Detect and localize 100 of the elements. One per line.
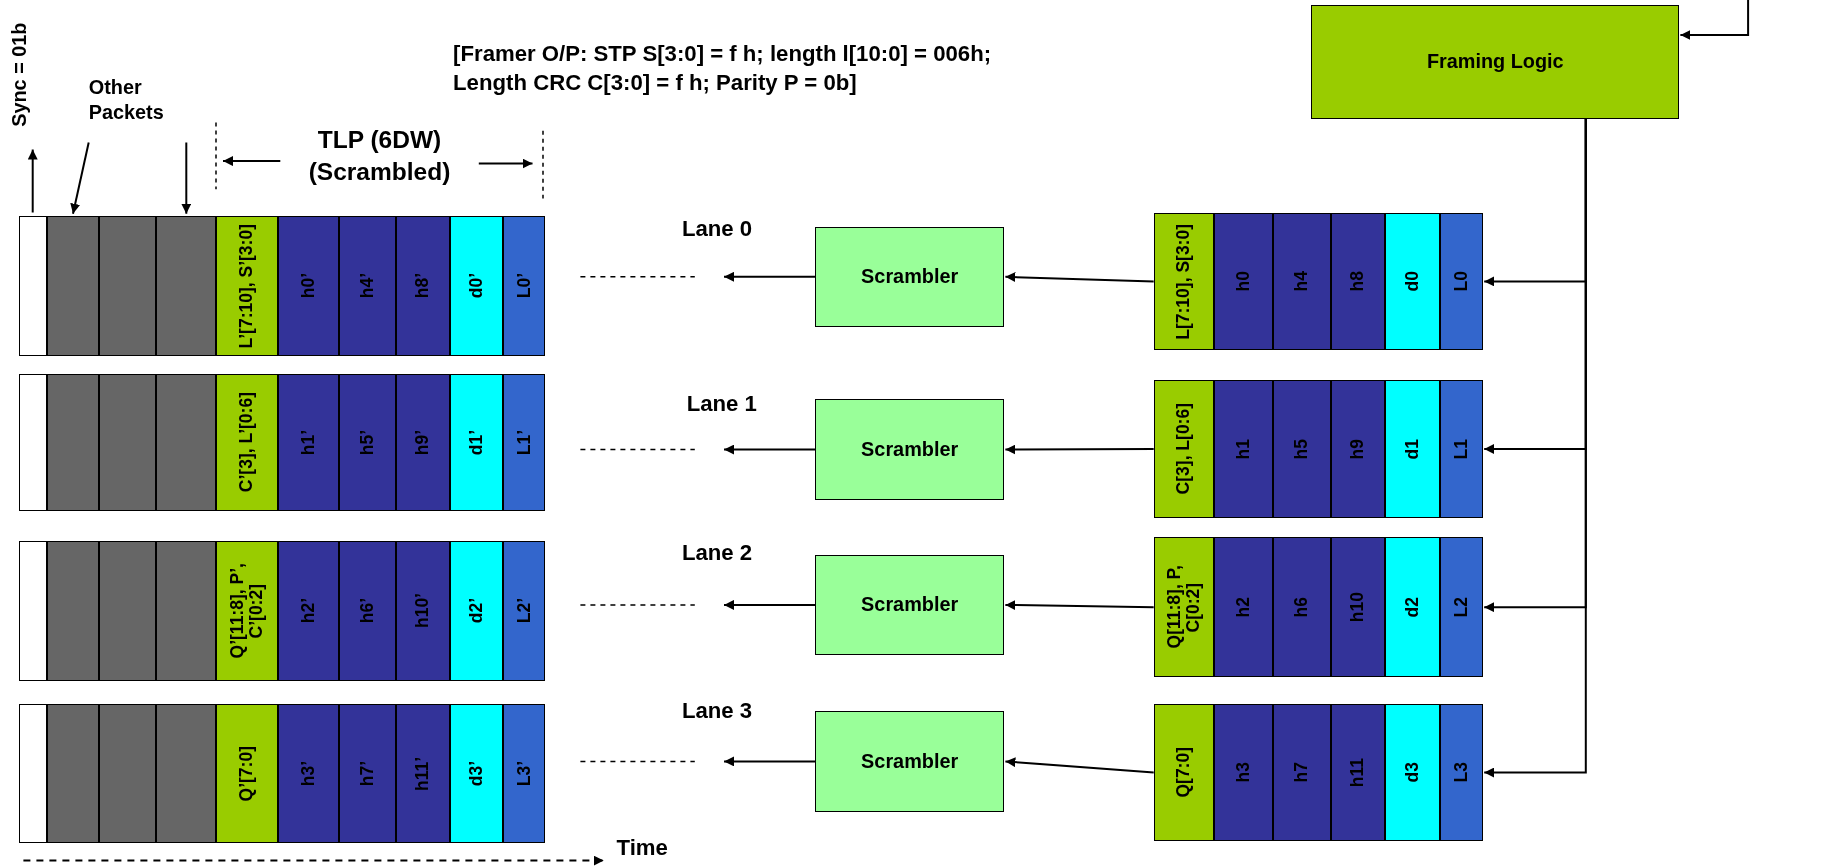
- field-cell: [1153, 212, 1215, 351]
- callout-label: Other Packets: [88, 74, 211, 141]
- box-label: Framing Logic: [1426, 50, 1564, 74]
- arrow: [1483, 118, 1587, 778]
- field-label: h3: [1234, 762, 1254, 783]
- field-label: d0: [1402, 271, 1422, 292]
- field-label: h11: [1348, 757, 1368, 788]
- field-label: h7: [1292, 762, 1312, 783]
- field-label: L1: [1451, 438, 1472, 460]
- packet-block: [156, 540, 216, 681]
- arrow: [723, 756, 817, 767]
- lane-label: Lane 1: [686, 390, 757, 418]
- packet-block: [46, 704, 100, 844]
- field-label: L[7:10], S[3:0]: [1174, 223, 1194, 340]
- box-label: Scrambler: [861, 265, 959, 289]
- axis-label: Time: [616, 833, 668, 862]
- process-box: [1311, 4, 1680, 120]
- packet-block: [156, 704, 216, 844]
- arrow: [70, 141, 90, 215]
- field-cell: [1153, 537, 1215, 678]
- field-cell: [1272, 379, 1332, 519]
- field-label: d1: [1402, 438, 1422, 460]
- field-cell: [1331, 704, 1385, 841]
- lane-label: Lane 0: [681, 214, 753, 243]
- box-label: Scrambler: [861, 749, 959, 773]
- field-label: d2’: [466, 598, 487, 624]
- field-label: h5: [1292, 438, 1312, 460]
- field-cell: [1331, 537, 1385, 678]
- field-cell: [395, 216, 450, 357]
- sync-block: [18, 216, 47, 357]
- process-box: [815, 226, 1005, 327]
- field-cell: [216, 704, 278, 844]
- field-label: d2: [1402, 597, 1422, 618]
- field-label: L1’: [514, 429, 534, 456]
- field-label: Q’[11:8], P’, C’[0:2]: [227, 562, 267, 661]
- field-cell: [1384, 379, 1440, 519]
- box-label: Scrambler: [861, 438, 959, 462]
- note-text: [Framer O/P: STP S[3:0] = f h; length l[10:0] = 006h; Length CRC C[3:0] = f h; Parity P = 0b]: [453, 39, 993, 97]
- lane-label: Lane 2: [681, 539, 753, 568]
- field-cell: [216, 216, 278, 357]
- arrow: [723, 271, 817, 282]
- field-label: h7’: [357, 760, 377, 787]
- field-cell: [216, 373, 278, 512]
- field-cell: [1439, 704, 1483, 841]
- dimension-label: TLP (6DW) (Scrambled): [307, 124, 452, 187]
- field-cell: [503, 540, 546, 681]
- field-cell: [395, 373, 450, 512]
- packet-block: [46, 216, 100, 357]
- field-cell: [1439, 537, 1483, 678]
- field-cell: [1214, 379, 1273, 519]
- field-label: h2’: [298, 598, 318, 624]
- sync-block: [18, 540, 47, 681]
- field-cell: [1384, 537, 1440, 678]
- field-label: d0’: [466, 273, 487, 299]
- field-cell: [1272, 704, 1332, 841]
- process-box: [815, 711, 1005, 812]
- arrow: [181, 141, 192, 215]
- field-label: h6’: [357, 598, 377, 624]
- field-label: h6: [1292, 597, 1312, 618]
- field-cell: [503, 373, 546, 512]
- packet-block: [99, 540, 157, 681]
- field-cell: [1214, 212, 1273, 351]
- field-cell: [338, 373, 396, 512]
- field-cell: [277, 373, 339, 512]
- sync-block: [18, 373, 47, 512]
- field-label: d1’: [466, 429, 487, 456]
- field-label: h0: [1234, 271, 1254, 292]
- field-label: d3: [1402, 762, 1422, 783]
- sync-block: [18, 704, 47, 844]
- field-cell: [449, 373, 504, 512]
- field-label: h4: [1292, 271, 1312, 292]
- field-label: L3’: [514, 760, 534, 787]
- field-cell: [1439, 212, 1483, 351]
- process-box: [815, 399, 1005, 500]
- field-cell: [338, 216, 396, 357]
- field-cell: [338, 704, 396, 844]
- field-label: d3’: [466, 760, 487, 787]
- field-label: h9’: [413, 429, 433, 456]
- field-cell: [449, 704, 504, 844]
- field-label: h11’: [413, 756, 433, 791]
- packet-block: [46, 373, 100, 512]
- field-cell: [277, 704, 339, 844]
- field-cell: [1153, 379, 1215, 519]
- field-cell: [1153, 704, 1215, 841]
- field-cell: [503, 216, 546, 357]
- arrow: [723, 599, 817, 610]
- arrow: [723, 444, 817, 455]
- field-label: Q[11:8], P, C[0:2]: [1164, 564, 1204, 651]
- field-label: Q’[7:0]: [237, 745, 257, 802]
- field-label: h8: [1348, 271, 1368, 292]
- arrow: [1004, 757, 1155, 774]
- field-label: L2: [1451, 597, 1472, 618]
- packet-block: [99, 216, 157, 357]
- packet-block: [156, 216, 216, 357]
- field-label: h1: [1234, 438, 1254, 460]
- field-label: h9: [1348, 438, 1368, 460]
- field-label: C’[3], L’[0:6]: [237, 392, 257, 493]
- field-label: h3’: [298, 760, 318, 787]
- field-cell: [1214, 704, 1273, 841]
- field-label: Q[7:0]: [1174, 747, 1194, 798]
